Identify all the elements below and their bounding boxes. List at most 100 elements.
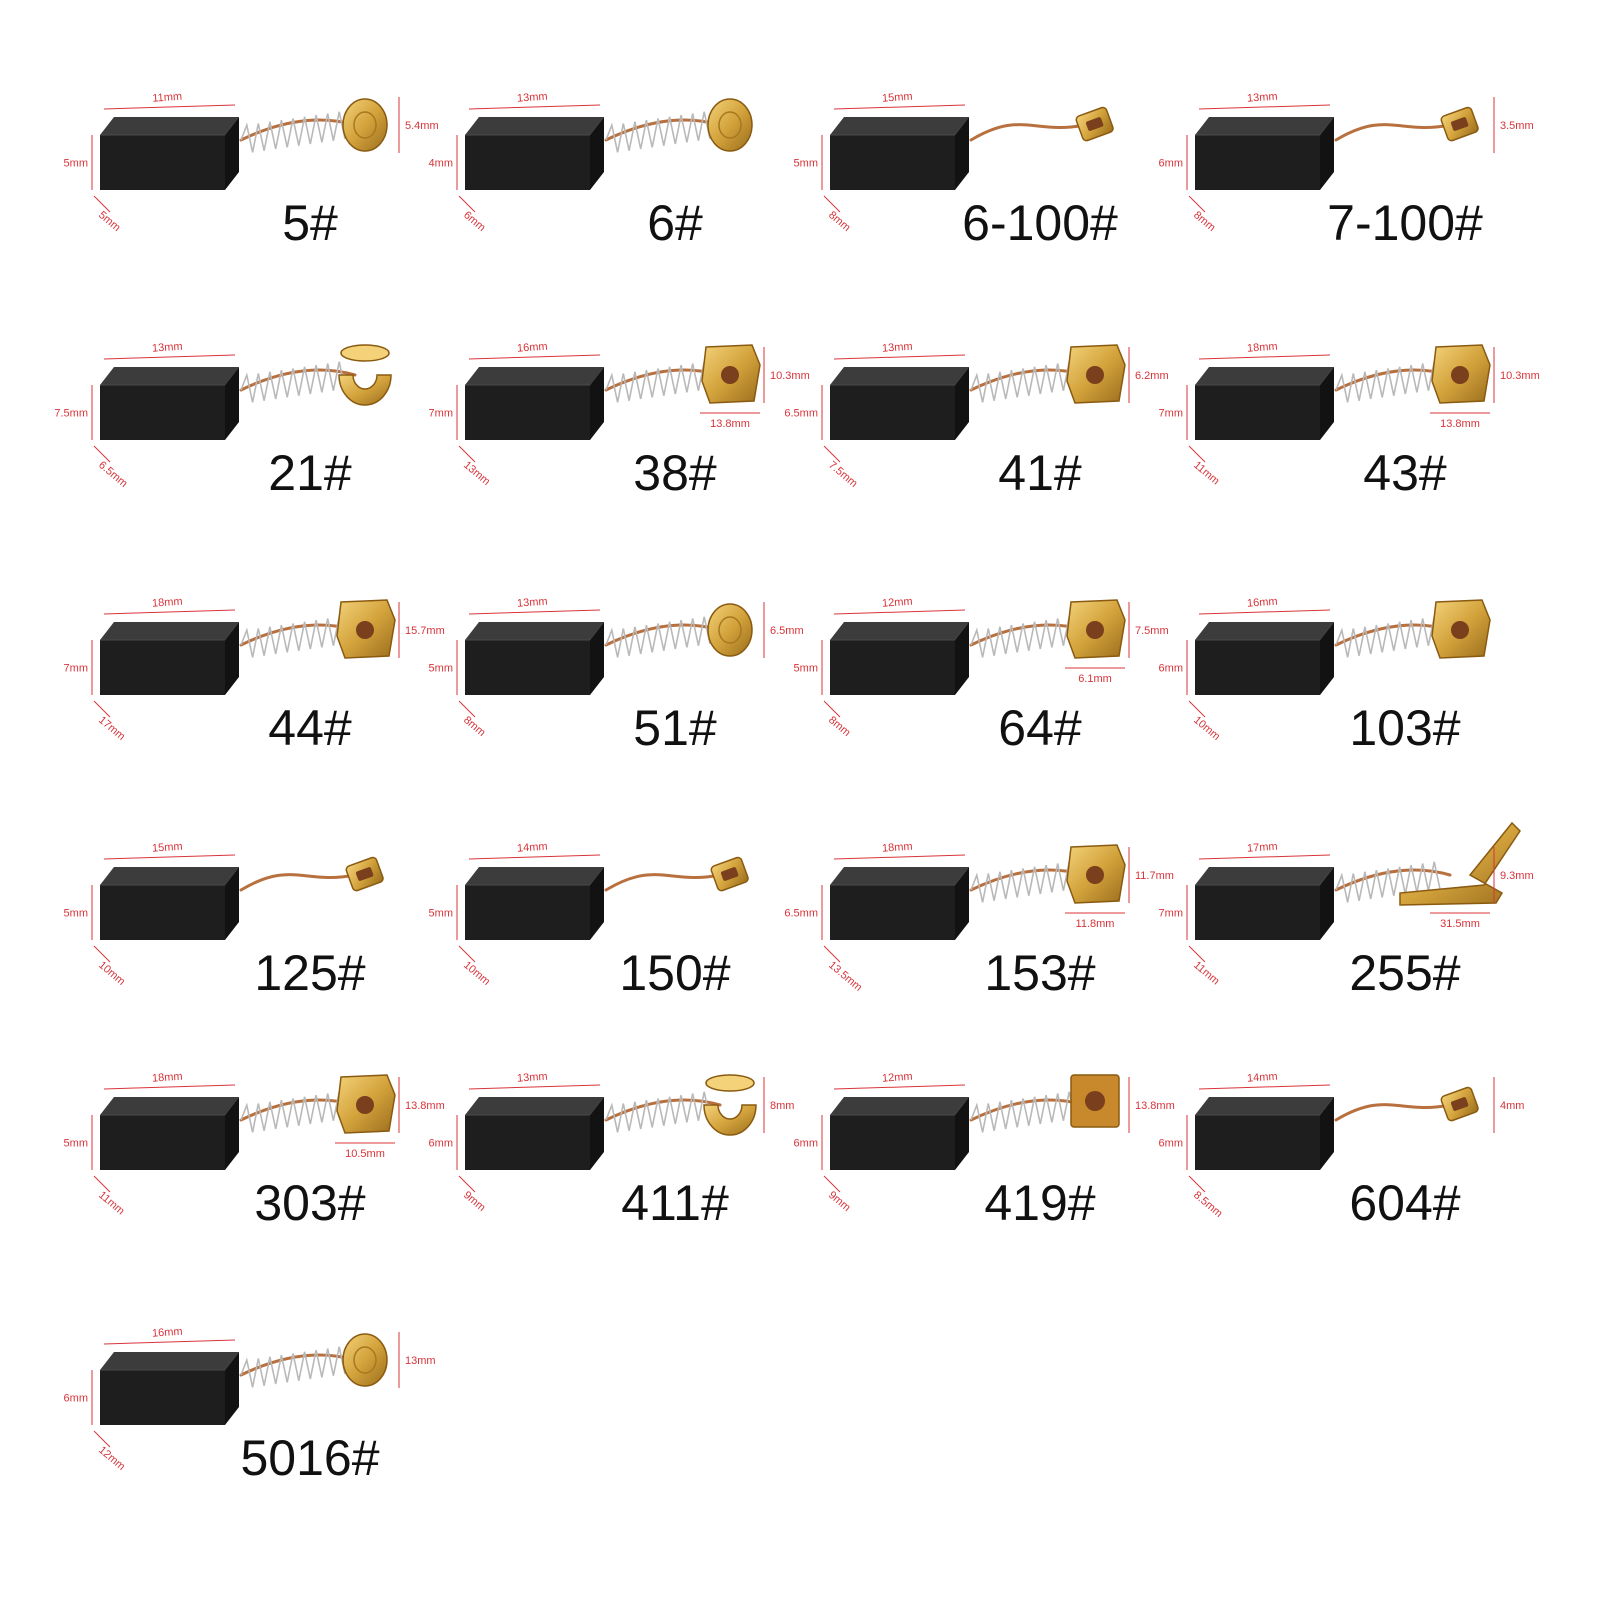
- dimension-height-label: 6mm: [64, 1393, 88, 1405]
- dimension-terminal-label: 15.7mm: [405, 625, 445, 637]
- dimension-length-label: 14mm: [517, 841, 548, 855]
- carbon-block-front: [100, 640, 225, 695]
- dimension-line-depth: [458, 445, 476, 463]
- model-code-label: 41#: [998, 445, 1082, 501]
- steel-spring: [1335, 861, 1441, 903]
- dimension-height-label: 5mm: [429, 663, 453, 675]
- dimension-terminal-label: 13mm: [405, 1355, 436, 1367]
- dimension-height-label: 5mm: [794, 158, 818, 170]
- steel-spring: [605, 616, 711, 658]
- carbon-block-side: [590, 367, 604, 440]
- steel-spring: [605, 111, 711, 153]
- carbon-block-front: [465, 1115, 590, 1170]
- terminal-spade-icon: [1440, 1086, 1479, 1122]
- dimension-height-label: 6mm: [429, 1138, 453, 1150]
- carbon-block-front: [100, 1115, 225, 1170]
- carbon-block-top: [100, 867, 239, 885]
- dimension-height-label: 5mm: [64, 908, 88, 920]
- dimension-terminal-label: 10.3mm: [1500, 370, 1540, 382]
- dimension-height-label: 7mm: [429, 408, 453, 420]
- dimension-line-length: [468, 1084, 601, 1090]
- model-code-label: 5#: [282, 195, 338, 251]
- carbon-block-side: [1320, 367, 1334, 440]
- dimension-height-label: 6mm: [1159, 158, 1183, 170]
- dimension-length-label: 16mm: [517, 341, 548, 355]
- steel-spring: [240, 1346, 346, 1388]
- dimension-height-label: 4mm: [429, 158, 453, 170]
- terminal-clip-icon: [701, 344, 761, 404]
- dimension-line-length: [833, 1084, 966, 1090]
- model-code-label: 153#: [984, 945, 1095, 1001]
- terminal-clip-rivet: [1086, 366, 1104, 384]
- dimension-line-length: [103, 854, 236, 860]
- terminal-square-icon: [1070, 1074, 1120, 1128]
- copper-braid-core: [239, 368, 357, 392]
- model-code-label: 21#: [268, 445, 352, 501]
- carbon-block-front: [100, 885, 225, 940]
- carbon-block-front: [100, 135, 225, 190]
- dimension-line-depth: [1188, 700, 1206, 718]
- dimension-length-label: 18mm: [152, 1071, 183, 1085]
- dimension-line-length: [103, 609, 236, 615]
- model-code-label: 303#: [254, 1175, 365, 1231]
- carbon-block-side: [955, 1097, 969, 1170]
- terminal-disc: [342, 98, 388, 152]
- dimension-terminal-width-label: 11.8mm: [1076, 918, 1115, 930]
- copper-braid-core: [604, 1098, 722, 1122]
- carbon-block-side: [955, 367, 969, 440]
- carbon-block-top: [465, 117, 604, 135]
- dimension-length-label: 14mm: [1247, 1071, 1278, 1085]
- dimension-line-length: [468, 854, 601, 860]
- dimension-height-label: 7mm: [1159, 908, 1183, 920]
- carbon-block-side: [590, 867, 604, 940]
- carbon-block-side: [1320, 867, 1334, 940]
- dimension-terminal-label: 11.7mm: [1135, 870, 1174, 882]
- dimension-length-label: 16mm: [152, 1326, 183, 1340]
- carbon-block-top: [465, 367, 604, 385]
- carbon-block-front: [830, 385, 955, 440]
- terminal-cup-lip: [705, 1074, 755, 1092]
- dimension-line-depth: [458, 700, 476, 718]
- copper-braid-lead: [239, 873, 357, 892]
- terminal-disc: [707, 98, 753, 152]
- carbon-block-top: [1195, 117, 1334, 135]
- dimension-height-label: 6mm: [1159, 663, 1183, 675]
- carbon-block-front: [465, 640, 590, 695]
- terminal-square-rivet: [1085, 1091, 1105, 1111]
- carbon-block-side: [590, 622, 604, 695]
- dimension-length-label: 15mm: [152, 841, 183, 855]
- dimension-terminal-width-label: 10.5mm: [345, 1148, 385, 1160]
- carbon-block-side: [225, 867, 239, 940]
- carbon-block-front: [1195, 640, 1320, 695]
- dimension-line-depth: [458, 945, 476, 963]
- carbon-block-top: [100, 117, 239, 135]
- dimension-length-label: 18mm: [1247, 341, 1278, 355]
- dimension-length-label: 11mm: [152, 91, 183, 105]
- terminal-clip-icon: [1431, 344, 1491, 404]
- dimension-line-length: [833, 104, 966, 110]
- steel-spring: [1335, 361, 1441, 403]
- model-code-label: 38#: [633, 445, 717, 501]
- dimension-line-length: [103, 104, 236, 110]
- dimension-length-label: 13mm: [152, 341, 183, 355]
- model-code-label: 255#: [1349, 945, 1460, 1001]
- model-code-label: 44#: [268, 700, 352, 756]
- carbon-block-side: [225, 622, 239, 695]
- carbon-block-front: [830, 135, 955, 190]
- carbon-block-top: [100, 1097, 239, 1115]
- dimension-line-depth: [93, 945, 111, 963]
- dimension-line-length: [833, 854, 966, 860]
- terminal-clip-rivet: [1086, 866, 1104, 884]
- dimension-terminal-label: 5.4mm: [405, 120, 439, 132]
- carbon-block-top: [465, 867, 604, 885]
- dimension-line-length: [1198, 1084, 1331, 1090]
